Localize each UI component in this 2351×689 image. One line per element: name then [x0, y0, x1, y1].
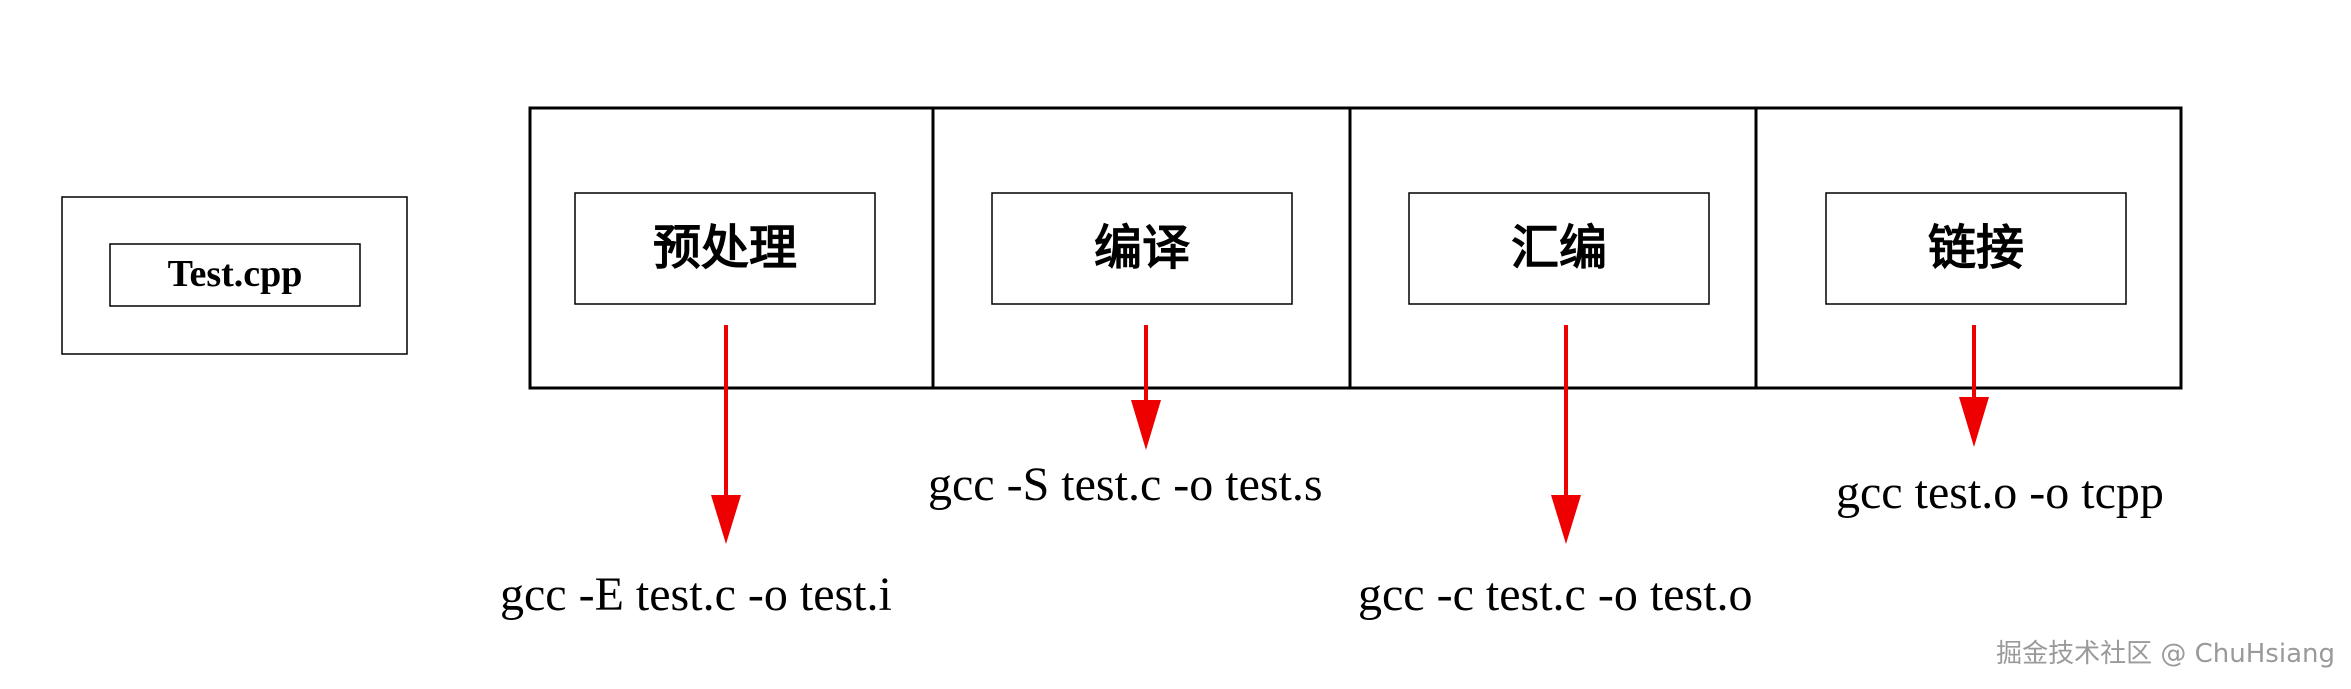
- stage-link: 链接: [1825, 192, 2127, 305]
- stage-compile-label: 编译: [1094, 220, 1191, 276]
- stages-outer-frame: [528, 106, 2183, 390]
- arrow-preprocess: [711, 325, 741, 544]
- command-preprocess: gcc -E test.c -o test.i: [500, 568, 892, 621]
- arrows: [711, 325, 1989, 544]
- stage-link-box: [1825, 192, 2127, 305]
- arrow-link: [1959, 325, 1989, 447]
- command-link: gcc test.o -o tcpp: [1836, 466, 2164, 519]
- stage-compile-box: [991, 192, 1293, 305]
- stage-link-label: 链接: [1928, 220, 2024, 276]
- stage-assemble-box: [1408, 192, 1710, 305]
- arrow-assemble: [1551, 325, 1581, 544]
- stages-container: 预处理 编译 汇编 链接: [528, 106, 2183, 390]
- source-file-node: Test.cpp: [61, 196, 408, 355]
- watermark: 掘金技术社区 @ ChuHsiang: [1996, 639, 2335, 669]
- source-file-outer-box: [61, 196, 408, 355]
- source-file-label: Test.cpp: [168, 253, 303, 295]
- stage-assemble-label: 汇编: [1511, 220, 1607, 276]
- stage-preprocess-label: 预处理: [653, 220, 797, 276]
- command-compile: gcc -S test.c -o test.s: [928, 458, 1323, 511]
- stage-preprocess-box: [574, 192, 876, 305]
- commands: gcc -E test.c -o test.i gcc -S test.c -o…: [500, 458, 2164, 621]
- stage-preprocess: 预处理: [574, 192, 876, 305]
- stage-assemble: 汇编: [1408, 192, 1710, 305]
- source-file-inner-box: [109, 243, 361, 307]
- command-assemble: gcc -c test.c -o test.o: [1358, 568, 1753, 621]
- stage-compile: 编译: [991, 192, 1293, 305]
- arrow-compile: [1131, 325, 1161, 450]
